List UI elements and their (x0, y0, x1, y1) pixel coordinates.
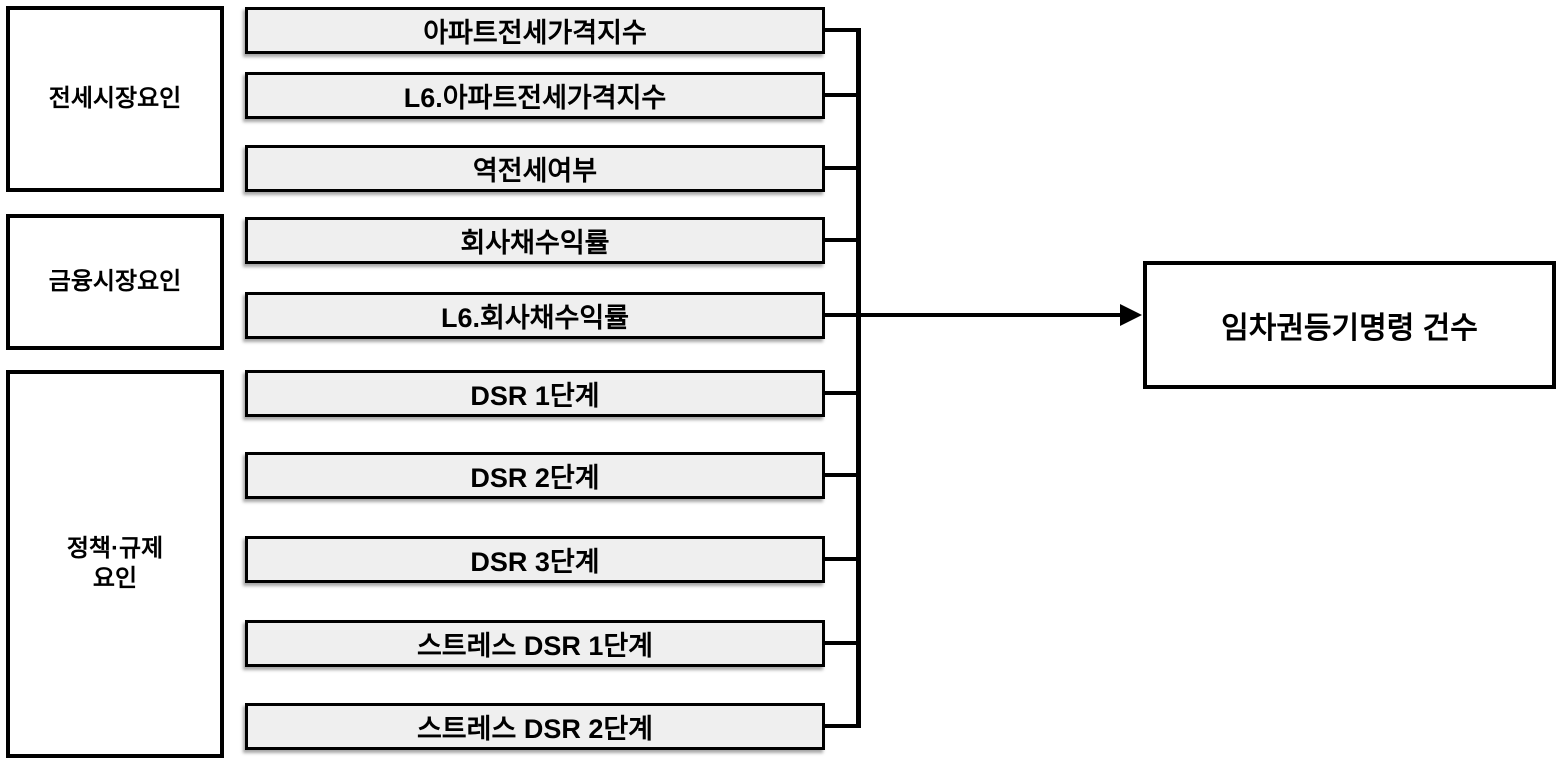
connector-stub (822, 724, 860, 728)
factor-group-policy-regulation: 정책·규제 요인 (6, 370, 224, 758)
factor-group-jeonse-market-label: 전세시장요인 (48, 85, 182, 112)
connector-stub (822, 641, 860, 645)
variable-label: 역전세여부 (472, 156, 598, 186)
variable-box-stress-dsr-stage-2: 스트레스 DSR 2단계 (245, 703, 825, 750)
connector-stub (822, 28, 860, 32)
outcome-box-lease-registration-orders: 임차권등기명령 건수 (1143, 261, 1556, 389)
variable-label: DSR 2단계 (470, 463, 600, 493)
variable-label: L6.아파트전세가격지수 (403, 83, 667, 113)
variable-label: 스트레스 DSR 1단계 (416, 631, 654, 661)
outcome-label: 임차권등기명령 건수 (1221, 312, 1478, 345)
connector-trunk-line (856, 28, 861, 728)
variable-label: 아파트전세가격지수 (423, 18, 647, 48)
variable-label: L6.회사채수익률 (440, 303, 630, 333)
connector-stub (822, 391, 860, 395)
factor-group-financial-market-label: 금융시장요인 (48, 268, 182, 295)
variable-box-apt-jeonse-price-index: 아파트전세가격지수 (245, 7, 825, 54)
variable-label: DSR 3단계 (470, 547, 600, 577)
factor-group-financial-market: 금융시장요인 (6, 214, 224, 350)
variable-box-dsr-stage-1: DSR 1단계 (245, 370, 825, 417)
connector-stub (822, 166, 860, 170)
factor-group-jeonse-market: 전세시장요인 (6, 6, 224, 192)
variable-label: 스트레스 DSR 2단계 (416, 714, 654, 744)
variable-box-stress-dsr-stage-1: 스트레스 DSR 1단계 (245, 620, 825, 667)
variable-box-dsr-stage-2: DSR 2단계 (245, 452, 825, 499)
variable-label: 회사채수익률 (460, 228, 610, 258)
variable-box-corporate-bond-yield: 회사채수익률 (245, 217, 825, 264)
connector-stub (822, 238, 860, 242)
connector-stub (822, 557, 860, 561)
arrow-shaft (858, 313, 1120, 317)
variable-label: DSR 1단계 (470, 381, 600, 411)
factor-group-policy-regulation-label: 정책·규제 요인 (66, 535, 164, 592)
connector-stub (822, 473, 860, 477)
variable-box-l6-corporate-bond-yield: L6.회사채수익률 (245, 292, 825, 339)
variable-box-dsr-stage-3: DSR 3단계 (245, 536, 825, 583)
variable-box-reverse-jeonse: 역전세여부 (245, 145, 825, 192)
connector-stub (822, 313, 860, 317)
arrow-head-icon (1120, 304, 1142, 326)
connector-stub (822, 93, 860, 97)
variable-box-l6-apt-jeonse-price-index: L6.아파트전세가격지수 (245, 72, 825, 119)
